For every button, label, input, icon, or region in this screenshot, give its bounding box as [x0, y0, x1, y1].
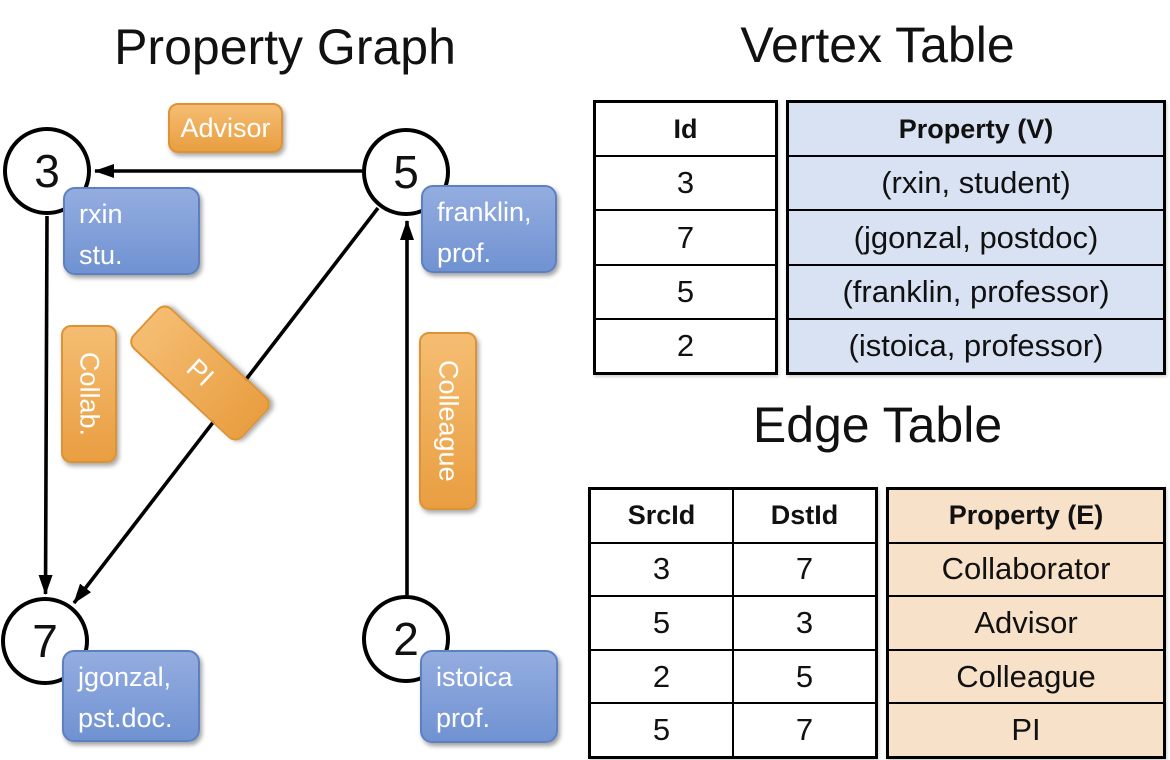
edge-srcid-cell: 5 [652, 604, 671, 640]
vertex-id-cell: 3 [676, 165, 695, 201]
table-row: Collaborator [889, 541, 1163, 596]
table-row: Advisor [889, 595, 1163, 649]
table-row: 3 7 [591, 541, 875, 596]
table-row: PI [889, 702, 1163, 756]
edge-table-property-header: Property (E) [889, 490, 1163, 542]
vertex-circle-2: 2 [362, 595, 450, 683]
edge-property-cell: PI [889, 704, 1163, 756]
edge-srcid-cell: 3 [652, 551, 671, 587]
edge-srcid-cell: 2 [652, 658, 671, 694]
vertex-property-line: jgonzal, [78, 662, 172, 692]
vertex-property-cell: (jgonzal, postdoc) [789, 211, 1163, 264]
edge-dstid-cell: 3 [732, 597, 875, 649]
table-row: 2 5 [591, 648, 875, 703]
table-row: 3 [596, 155, 775, 209]
edge-table-srcid-header: SrcId [627, 500, 696, 531]
edge-srcid-cell: 5 [652, 712, 671, 748]
property-graph-title: Property Graph [114, 19, 456, 75]
vertex-id-cell: 2 [676, 327, 695, 363]
table-row: 2 [596, 317, 775, 372]
edge-table-title: Edge Table [752, 397, 1003, 453]
vertex-property-line: prof. [436, 702, 491, 733]
table-row: (franklin, professor) [789, 263, 1163, 318]
vertex-id-5: 5 [393, 146, 419, 198]
edge-label-advisor: Advisor [168, 103, 283, 153]
vertex-table-property-column: Property (V) (rxin, student) (jgonzal, p… [786, 100, 1166, 375]
vertex-id-7: 7 [32, 615, 58, 667]
vertex-property-label-7: jgonzal, pst.doc. [62, 650, 200, 742]
table-row: 7 [596, 209, 775, 263]
vertex-property-label-5: franklin, prof. [421, 185, 557, 273]
vertex-property-line: prof. [437, 237, 492, 268]
vertex-property-cell: (rxin, student) [789, 157, 1163, 210]
vertex-property-line: stu. [79, 239, 123, 270]
vertex-id-2: 2 [393, 613, 419, 665]
table-row: (istoica, professor) [789, 317, 1163, 373]
vertex-property-label-2: istoica prof. [420, 650, 558, 743]
edge-dstid-cell: 7 [732, 704, 875, 756]
table-row: 5 [596, 263, 775, 318]
edge-label-collab: Collab. [61, 325, 117, 463]
vertex-table-id-column: Id 3 7 5 2 [593, 100, 778, 375]
vertex-property-line: istoica [436, 662, 513, 692]
edge-dstid-cell: 5 [732, 650, 875, 703]
vertex-property-cell: (franklin, professor) [789, 265, 1163, 318]
vertex-property-line: franklin, [437, 197, 532, 227]
vertex-table-property-header: Property (V) [789, 103, 1163, 156]
vertex-id-cell: 7 [676, 219, 695, 255]
edge-property-cell: Colleague [889, 650, 1163, 703]
table-row: (rxin, student) [789, 155, 1163, 210]
edge-arrow-3-to-7 [38, 215, 53, 595]
vertex-table-title: Vertex Table [740, 17, 1015, 73]
table-row: (jgonzal, postdoc) [789, 209, 1163, 264]
table-row: 5 7 [591, 702, 875, 756]
vertex-property-line: rxin [79, 199, 123, 229]
edge-dstid-cell: 7 [732, 543, 875, 596]
edge-label-colleague: Colleague [419, 332, 477, 510]
vertex-table-id-header: Id [673, 113, 698, 144]
table-row: 5 3 [591, 595, 875, 649]
edge-table-dstid-header: DstId [732, 490, 875, 542]
edge-table-ids-columns: SrcId DstId 3 7 5 3 2 5 5 7 [588, 487, 878, 759]
vertex-id-3: 3 [34, 145, 60, 197]
vertex-property-cell: (istoica, professor) [789, 319, 1163, 373]
edge-property-cell: Collaborator [889, 543, 1163, 596]
edge-property-cell: Advisor [889, 597, 1163, 649]
vertex-circle-5: 5 [362, 128, 450, 216]
vertex-id-cell: 5 [676, 273, 695, 309]
vertex-property-line: pst.doc. [78, 702, 173, 733]
vertex-property-label-3: rxin stu. [63, 187, 200, 275]
edge-table-property-column: Property (E) Collaborator Advisor Collea… [886, 487, 1166, 759]
table-row: Colleague [889, 648, 1163, 703]
